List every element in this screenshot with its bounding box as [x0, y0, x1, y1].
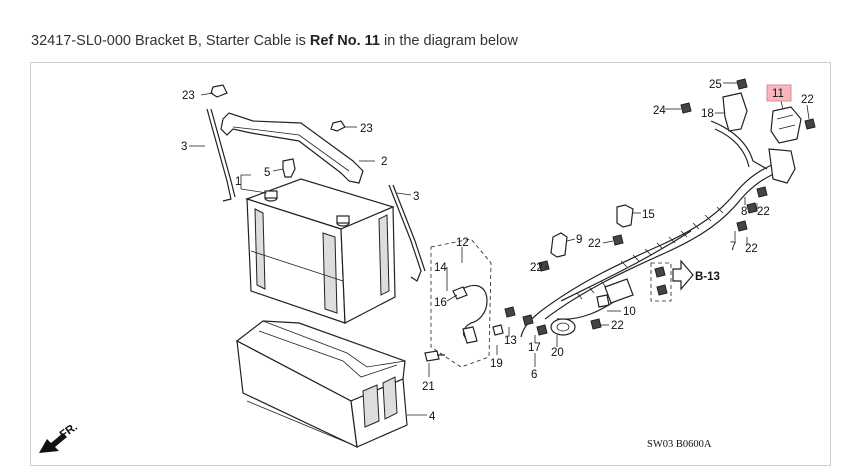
- callout-22: 22: [588, 238, 601, 250]
- callout-6: 6: [531, 369, 537, 381]
- fasteners: [504, 78, 816, 336]
- callout-22: 22: [530, 262, 543, 274]
- callout-23: 23: [182, 90, 195, 102]
- ref-link-b13[interactable]: B-13: [695, 271, 720, 283]
- callout-2: 2: [381, 156, 387, 168]
- diagram-caption: 32417-SL0-000 Bracket B, Starter Cable i…: [31, 33, 518, 49]
- callout-12: 12: [456, 237, 469, 249]
- callout-24: 24: [653, 105, 666, 117]
- clamp-20: [550, 318, 576, 336]
- callout-25: 25: [709, 79, 722, 91]
- callout-3: 3: [181, 141, 187, 153]
- callout-20: 20: [551, 347, 564, 359]
- callout-7: 7: [730, 241, 736, 253]
- parts-diagram: 23 3 23 2 5 1 3 12 14 16 13 19 21 4 25 2…: [39, 78, 816, 453]
- callout-10: 10: [623, 306, 636, 318]
- battery: [245, 178, 396, 324]
- ref-arrow-b13: [650, 259, 694, 302]
- callout-3: 3: [413, 191, 419, 203]
- j-bolt-left: [206, 108, 236, 202]
- callout-11: 11: [772, 88, 784, 100]
- caption-suffix: in the diagram below: [384, 33, 518, 49]
- callout-22: 22: [611, 320, 624, 332]
- callout-23: 23: [360, 123, 373, 135]
- hold-nut-right: [330, 120, 346, 132]
- hold-down-bar: [220, 112, 364, 184]
- terminal-cover: [282, 158, 296, 178]
- callout-1: 1: [235, 176, 241, 188]
- callout-labels: 23 3 23 2 5 1 3 12 14 16 13 19 21 4 25 2…: [181, 79, 814, 423]
- callout-9: 9: [576, 234, 582, 246]
- tray-bolt: [424, 350, 445, 362]
- bracket-15: [616, 204, 634, 228]
- cable-12-box: [430, 238, 504, 368]
- bracket-18: [722, 92, 748, 132]
- leader-lines: [189, 82, 810, 416]
- main-harness: [520, 120, 786, 338]
- callout-4: 4: [429, 411, 436, 423]
- callout-5: 5: [264, 167, 270, 179]
- starter-cable-bracket-b: [770, 106, 802, 144]
- callout-14: 14: [434, 262, 447, 274]
- battery-tray: [235, 320, 408, 449]
- callout-22: 22: [801, 94, 814, 106]
- callout-21: 21: [422, 381, 435, 393]
- callout-8: 8: [741, 206, 747, 218]
- j-bolt-right: [388, 184, 426, 282]
- callout-15: 15: [642, 209, 655, 221]
- callout-17: 17: [528, 342, 541, 354]
- front-arrow-icon: FR.: [39, 421, 80, 453]
- bracket-9: [550, 232, 568, 258]
- part-number-text: 32417-SL0-000 Bracket B, Starter Cable i…: [31, 33, 306, 49]
- callout-22: 22: [757, 206, 770, 218]
- ref-11-highlight: [766, 84, 792, 102]
- callout-22: 22: [745, 243, 758, 255]
- ref-number-label: Ref No. 11: [309, 33, 380, 49]
- callout-13: 13: [504, 335, 517, 347]
- callout-19: 19: [490, 358, 503, 370]
- starter-cable-end: [596, 148, 796, 308]
- hold-nut-top: [210, 84, 228, 98]
- callout-16: 16: [434, 297, 447, 309]
- callout-18: 18: [701, 108, 714, 120]
- diagram-code: SW03 B0600A: [647, 439, 712, 450]
- parts-diagram-frame: 23 3 23 2 5 1 3 12 14 16 13 19 21 4 25 2…: [30, 62, 831, 466]
